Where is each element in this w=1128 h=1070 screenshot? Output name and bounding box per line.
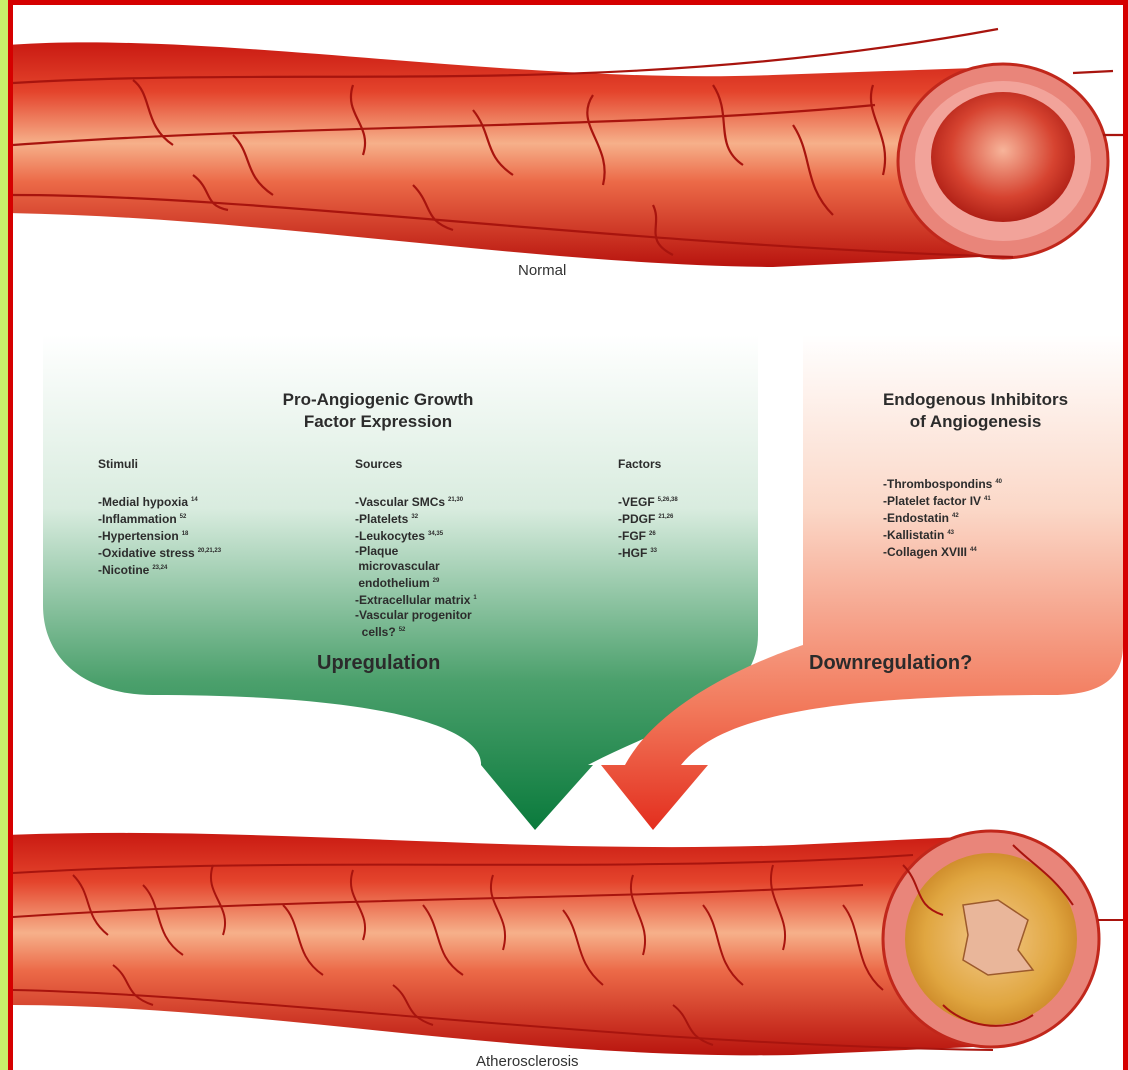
stimuli-item-reference: 20,21,23 <box>198 548 221 554</box>
normal-caption: Normal <box>518 262 566 279</box>
stimuli-item-text: -Oxidative stress <box>98 546 195 560</box>
endogenous-inhibitors-heading-line-2: of Angiogenesis <box>838 411 1113 433</box>
stimuli-item-reference: 52 <box>180 514 187 520</box>
sources-item-text: microvascular <box>355 559 440 573</box>
sources-item-text: -Plaque <box>355 544 398 558</box>
atherosclerotic-artery <box>13 831 1123 1055</box>
factors-item-text: -HGF <box>618 546 647 560</box>
inhibitors-item-reference: 42 <box>952 513 959 519</box>
inhibitors-item-text: -Endostatin <box>883 511 949 525</box>
sources-item-reference: 29 <box>433 578 440 584</box>
downregulation-label: Downregulation? <box>809 652 972 675</box>
factors-item-text: -PDGF <box>618 512 655 526</box>
normal-vessel-lumen <box>931 92 1075 222</box>
sources-item-text: -Vascular SMCs <box>355 495 445 509</box>
stimuli-title: Stimuli <box>98 457 221 471</box>
factors-title: Factors <box>618 457 678 471</box>
inhibitors-item-reference: 43 <box>947 530 954 536</box>
endogenous-inhibitors-heading: Endogenous Inhibitors of Angiogenesis <box>838 389 1113 433</box>
factors-item-reference: 33 <box>650 548 657 554</box>
inhibitors-item-text: -Thrombospondins <box>883 477 992 491</box>
sources-item-reference: 34,35 <box>428 531 443 537</box>
sources-item-text: cells? <box>355 625 396 639</box>
stimuli-item-reference: 14 <box>191 497 198 503</box>
inhibitors-item-reference: 41 <box>984 496 991 502</box>
sources-item-reference: 32 <box>411 514 418 520</box>
stimuli-item-text: -Nicotine <box>98 563 149 577</box>
sources-item-text: endothelium <box>355 576 430 590</box>
pro-angiogenic-heading: Pro-Angiogenic Growth Factor Expression <box>213 389 543 433</box>
sources-item-reference: 1 <box>473 595 476 601</box>
factors-item-reference: 5,26,38 <box>658 497 678 503</box>
normal-artery <box>13 29 1123 267</box>
inhibitors-item-reference: 40 <box>995 479 1002 485</box>
sources-item-text: -Leukocytes <box>355 529 425 543</box>
endogenous-inhibitors-heading-line-1: Endogenous Inhibitors <box>838 389 1113 411</box>
upregulation-label: Upregulation <box>317 652 440 675</box>
inhibitors-item-reference: 44 <box>970 547 977 553</box>
sources-item: microvascular <box>355 559 477 574</box>
stimuli-item-reference: 23,24 <box>152 565 167 571</box>
sources-item-text: -Platelets <box>355 512 408 526</box>
sources-item-text: -Extracellular matrix <box>355 593 470 607</box>
factors-item-text: -VEGF <box>618 495 655 509</box>
factors-item-text: -FGF <box>618 529 646 543</box>
factors-item-reference: 21,26 <box>658 514 673 520</box>
atherosclerosis-caption: Atherosclerosis <box>476 1053 579 1070</box>
stimuli-item-reference: 18 <box>182 531 189 537</box>
sources-item-text: -Vascular progenitor <box>355 608 472 622</box>
stimuli-item-text: -Hypertension <box>98 529 179 543</box>
sources-title: Sources <box>355 457 477 471</box>
sources-item: -Vascular progenitor <box>355 608 477 623</box>
stimuli-item-text: -Inflammation <box>98 512 177 526</box>
factors-item-reference: 26 <box>649 531 656 537</box>
sources-item: cells?52 <box>355 623 477 640</box>
sources-item: -Plaque <box>355 544 477 559</box>
inhibitors-item-text: -Collagen XVIII <box>883 545 967 559</box>
sources-item-reference: 52 <box>399 627 406 633</box>
sources-item-reference: 21,30 <box>448 497 463 503</box>
pro-angiogenic-heading-line-2: Factor Expression <box>213 411 543 433</box>
inhibitors-item-text: -Platelet factor IV <box>883 494 981 508</box>
figure-frame: Normal Atherosclerosis Pro-Angiogenic Gr… <box>8 0 1128 1070</box>
pro-angiogenic-heading-line-1: Pro-Angiogenic Growth <box>213 389 543 411</box>
inhibitors-item-text: -Kallistatin <box>883 528 944 542</box>
stimuli-item-text: -Medial hypoxia <box>98 495 188 509</box>
